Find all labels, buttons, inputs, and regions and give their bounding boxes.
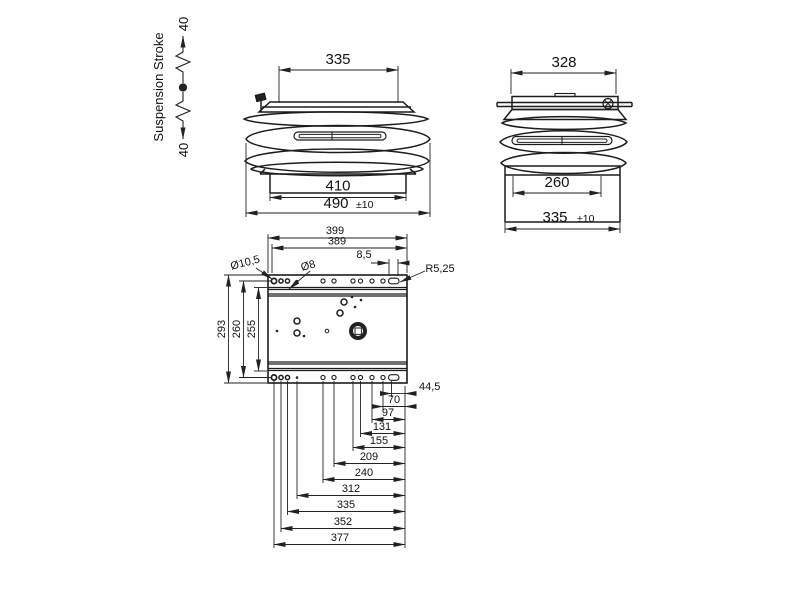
side-view-part	[496, 92, 633, 223]
valve-port	[349, 322, 367, 340]
plan-chain-dim-2: 131	[373, 421, 391, 433]
side-dim-tolerance: ±10	[577, 213, 595, 225]
air-fitting	[254, 92, 267, 103]
side-view-dimensions	[504, 69, 621, 233]
front-view-dimensions	[245, 66, 431, 217]
top-slot-hole	[387, 277, 400, 285]
plan-dim-slot-pitch: 8,5	[356, 249, 371, 261]
plan-chain-dim-6: 312	[342, 483, 360, 495]
bottom-slot-hole	[387, 374, 400, 381]
plan-dim-height-mid: 260	[231, 320, 243, 338]
plan-chain-dim-5: 240	[355, 467, 373, 479]
suspension-stroke-label: Suspension Stroke	[151, 32, 166, 141]
plan-callout-dia-large: Ø10,5	[229, 253, 261, 272]
plan-chain-dim-4: 209	[360, 451, 378, 463]
plan-chain-dim-0: 70	[388, 394, 400, 406]
top-hole-row	[270, 277, 400, 285]
plan-callout-dia-small: Ø8	[300, 258, 317, 273]
side-dim-overall-width: 335	[542, 209, 567, 226]
stroke-bottom-value: 40	[176, 143, 191, 157]
plan-chain-dim-7: 335	[337, 499, 355, 511]
screw-head	[602, 97, 614, 110]
plan-view-part	[267, 274, 408, 384]
plan-dim-height-outer: 293	[216, 320, 228, 338]
front-dim-overall-width: 490	[323, 195, 348, 212]
stroke-midpoint-dot	[178, 83, 188, 92]
plate-rails	[268, 286, 407, 372]
bottom-hole-row	[270, 374, 400, 381]
plan-view: 399 389 8,5 Ø10,5 Ø8 R5,25 293 260 255 4…	[216, 225, 455, 548]
plan-dim-offset-right: 44,5	[419, 381, 440, 393]
plan-dim-width-outer: 399	[326, 225, 344, 237]
side-dim-inner-width: 260	[544, 174, 569, 191]
front-view: 335 410 490 ±10	[242, 51, 431, 217]
front-dim-tolerance: ±10	[356, 199, 374, 211]
plan-view-dimensions	[224, 234, 426, 548]
front-dim-top-width: 335	[325, 51, 350, 68]
interior-holes	[275, 295, 367, 340]
front-dim-inner-width: 410	[325, 178, 350, 195]
side-view: 328 260 335 ±10	[496, 54, 633, 233]
plan-chain-dim-9: 377	[331, 532, 349, 544]
plan-chain-dim-8: 352	[334, 516, 352, 528]
plan-dim-width-inner: 389	[328, 236, 346, 248]
plan-callout-radius: R5,25	[425, 263, 454, 275]
side-dim-top-width: 328	[551, 54, 576, 71]
plan-chain-dim-3: 155	[370, 435, 388, 447]
suspension-stroke-symbol: Suspension Stroke 40 40	[151, 17, 192, 157]
stroke-top-value: 40	[176, 17, 191, 31]
plan-dim-height-inner: 255	[246, 320, 258, 338]
plan-chain-dim-1: 97	[382, 407, 394, 419]
front-view-part	[242, 92, 431, 194]
